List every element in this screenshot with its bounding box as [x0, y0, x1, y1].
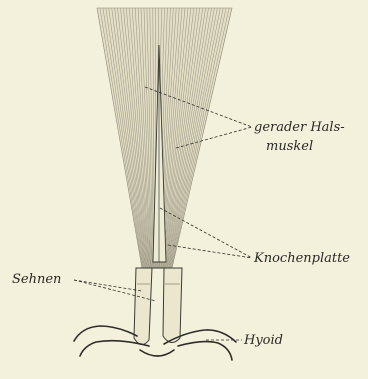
- hyoid-bone: [74, 326, 236, 360]
- label-tendons: Sehnen: [12, 273, 61, 286]
- label-bone-plate: Knochenplatte: [254, 252, 350, 265]
- tendons: [134, 268, 182, 345]
- label-neck-muscle-line1: gerader Hals-: [254, 121, 345, 134]
- leader-tendon-left: [74, 280, 142, 291]
- label-hyoid: Hyoid: [244, 334, 283, 347]
- label-neck-muscle-line2: muskel: [266, 140, 313, 153]
